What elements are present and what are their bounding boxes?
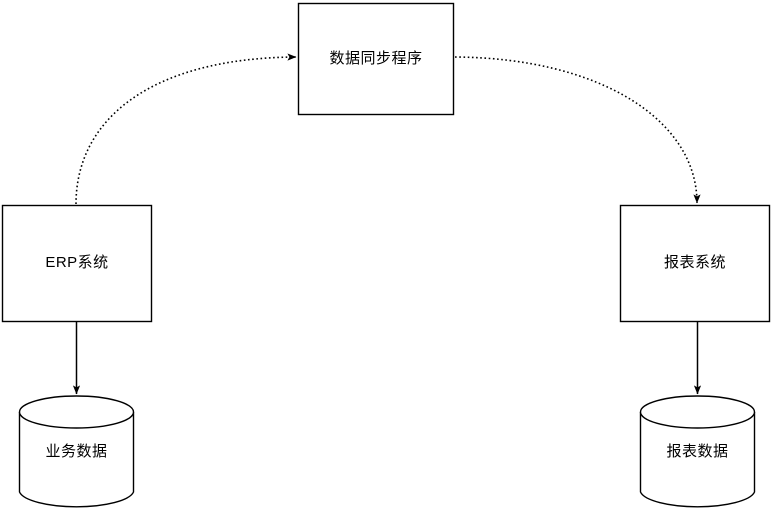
node-business-data[interactable] bbox=[18, 395, 135, 508]
node-erp-system[interactable] bbox=[1, 204, 153, 323]
node-report-data[interactable] bbox=[639, 395, 756, 508]
node-sync-program[interactable] bbox=[297, 2, 455, 116]
edge-sync-to-report-system[interactable] bbox=[454, 56, 701, 204]
node-report-system[interactable] bbox=[619, 204, 771, 323]
edge-erp-to-sync[interactable] bbox=[75, 53, 297, 205]
